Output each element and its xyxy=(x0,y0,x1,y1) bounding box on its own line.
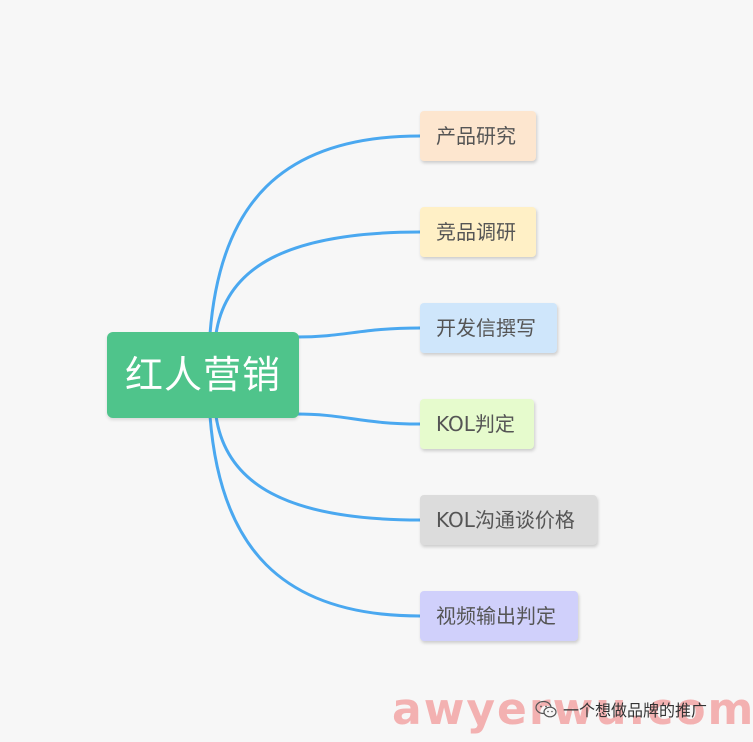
badge-text: 一个想做品牌的推广 xyxy=(563,701,708,720)
child-node-kol-negotiation[interactable]: KOL沟通谈价格 xyxy=(420,495,597,545)
child-node-outreach-letter[interactable]: 开发信撰写 xyxy=(420,303,557,353)
watermark-text: awyerwu.com xyxy=(392,684,753,735)
child-node-video-output-review[interactable]: 视频输出判定 xyxy=(420,591,578,641)
wechat-icon xyxy=(535,700,557,718)
connector-video-output-review xyxy=(208,414,422,618)
child-node-product-research[interactable]: 产品研究 xyxy=(420,111,536,161)
connector-kol-evaluation xyxy=(294,412,422,426)
connector-outreach-letter xyxy=(294,326,422,339)
child-node-kol-evaluation[interactable]: KOL判定 xyxy=(420,399,534,449)
connector-group xyxy=(208,134,422,618)
connector-product-research xyxy=(208,134,422,336)
connector-kol-negotiation xyxy=(214,414,422,522)
child-node-competitor-research[interactable]: 竞品调研 xyxy=(420,207,536,257)
connector-competitor-research xyxy=(214,230,422,336)
account-badge: 一个想做品牌的推广 xyxy=(535,698,707,720)
root-node[interactable]: 红人营销 xyxy=(107,332,299,418)
